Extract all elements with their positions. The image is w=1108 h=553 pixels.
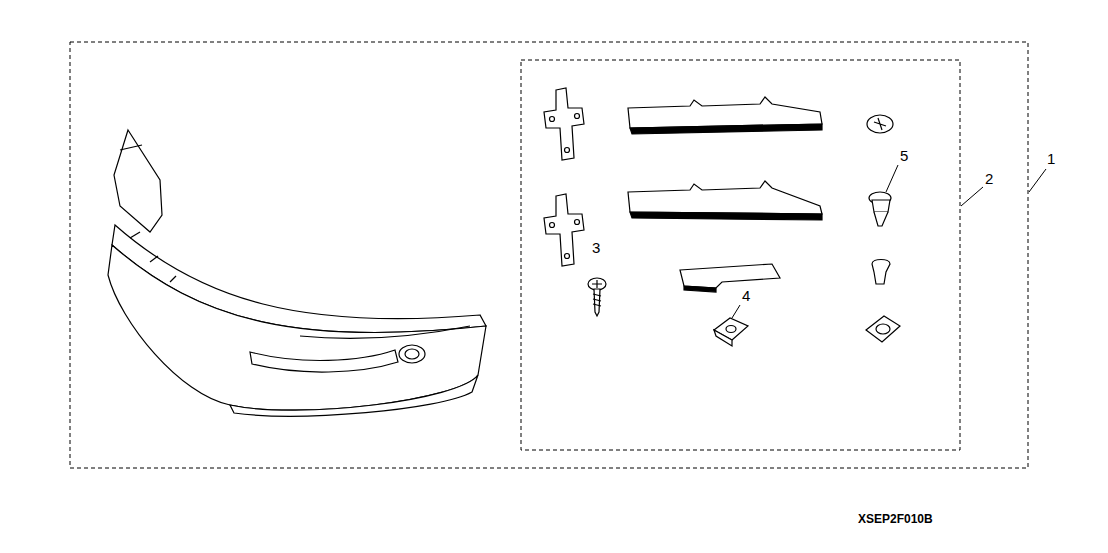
callout-number: 2: [985, 171, 993, 186]
bumper-spoiler: [108, 130, 486, 416]
callout-number: 3: [592, 240, 600, 255]
adhesive-strip: [628, 97, 822, 292]
u-nut: [714, 318, 748, 346]
leader-line: [886, 165, 898, 192]
hardware-outline: [521, 60, 960, 450]
callout-number: 5: [900, 148, 908, 163]
drawing-code: XSEP2F010B: [858, 513, 933, 525]
leader-line: [1029, 169, 1046, 192]
clip: [866, 115, 900, 342]
kit-outline: [70, 42, 1028, 468]
callout-number: 1: [1047, 151, 1055, 166]
callout-number: 4: [742, 288, 750, 303]
mounting-bracket: [544, 88, 584, 266]
leader-line: [961, 187, 983, 206]
leader-line: [732, 305, 740, 318]
screw: [588, 278, 606, 316]
